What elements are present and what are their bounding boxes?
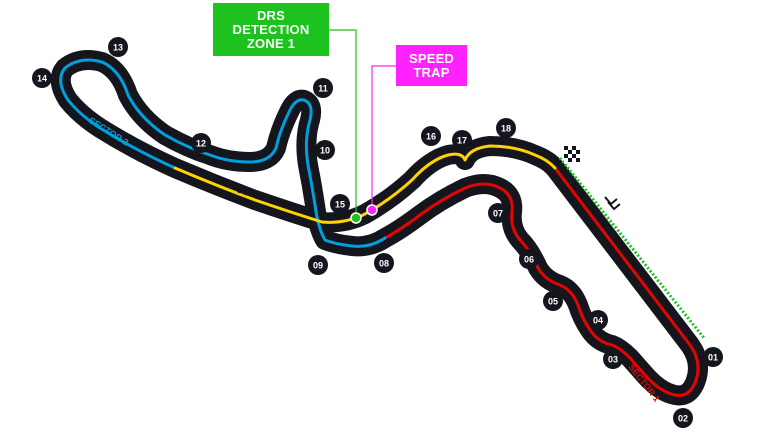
speed-trap-connector [371,65,396,210]
svg-text:17: 17 [457,136,467,146]
svg-text:08: 08 [379,259,389,269]
speed-trap-callout: SPEED TRAP [396,45,467,86]
corner-06: 06 [519,249,539,269]
corner-18: 18 [496,118,516,138]
corner-04: 04 [588,310,608,330]
svg-text:09: 09 [313,261,323,271]
drs-zone-line [558,157,706,339]
sector-2-line [59,58,387,248]
corner-17: 17 [452,130,472,150]
svg-text:06: 06 [524,255,534,265]
svg-text:16: 16 [426,132,436,142]
corner-03: 03 [603,349,623,369]
corner-16: 16 [421,126,441,146]
corner-13: 13 [108,37,128,57]
corner-badges: 01 02 03 04 05 06 07 08 09 10 11 12 13 1… [32,37,723,428]
corner-09: 09 [308,255,328,275]
drs-chevron-icon [604,196,621,211]
corner-14: 14 [32,68,52,88]
sector-1-line [383,166,700,397]
corner-15: 15 [330,194,350,214]
svg-text:05: 05 [548,297,558,307]
svg-text:02: 02 [678,414,688,424]
corner-12: 12 [191,133,211,153]
svg-text:03: 03 [608,355,618,365]
svg-text:01: 01 [708,353,718,363]
svg-text:18: 18 [501,124,511,134]
drs-detection-callout: DRS DETECTION ZONE 1 [213,3,329,56]
corner-08: 08 [374,253,394,273]
drs-callout-line-1: DRS [256,7,286,23]
corner-11: 11 [313,78,333,98]
svg-text:11: 11 [318,84,328,94]
speed-callout-line-2: TRAP [413,64,450,80]
corner-01: 01 [703,347,723,367]
svg-text:10: 10 [320,146,330,156]
drs-detection-point [350,212,362,224]
chequered-flag-icon [564,146,582,164]
corner-05: 05 [543,291,563,311]
svg-text:13: 13 [113,43,123,53]
drs-callout-line-2: DETECTION [232,21,310,37]
corner-10: 10 [315,140,335,160]
speed-trap-point [366,204,378,216]
svg-text:07: 07 [493,209,503,219]
corner-02: 02 [673,408,693,428]
drs-callout-line-3: ZONE 1 [246,35,296,51]
drs-connector [329,29,357,218]
svg-text:04: 04 [593,316,603,326]
svg-text:14: 14 [37,74,47,84]
sector-3-line [173,144,557,224]
speed-callout-line-1: SPEED [408,50,455,66]
svg-text:12: 12 [196,139,206,149]
corner-07: 07 [488,203,508,223]
svg-text:15: 15 [335,200,345,210]
